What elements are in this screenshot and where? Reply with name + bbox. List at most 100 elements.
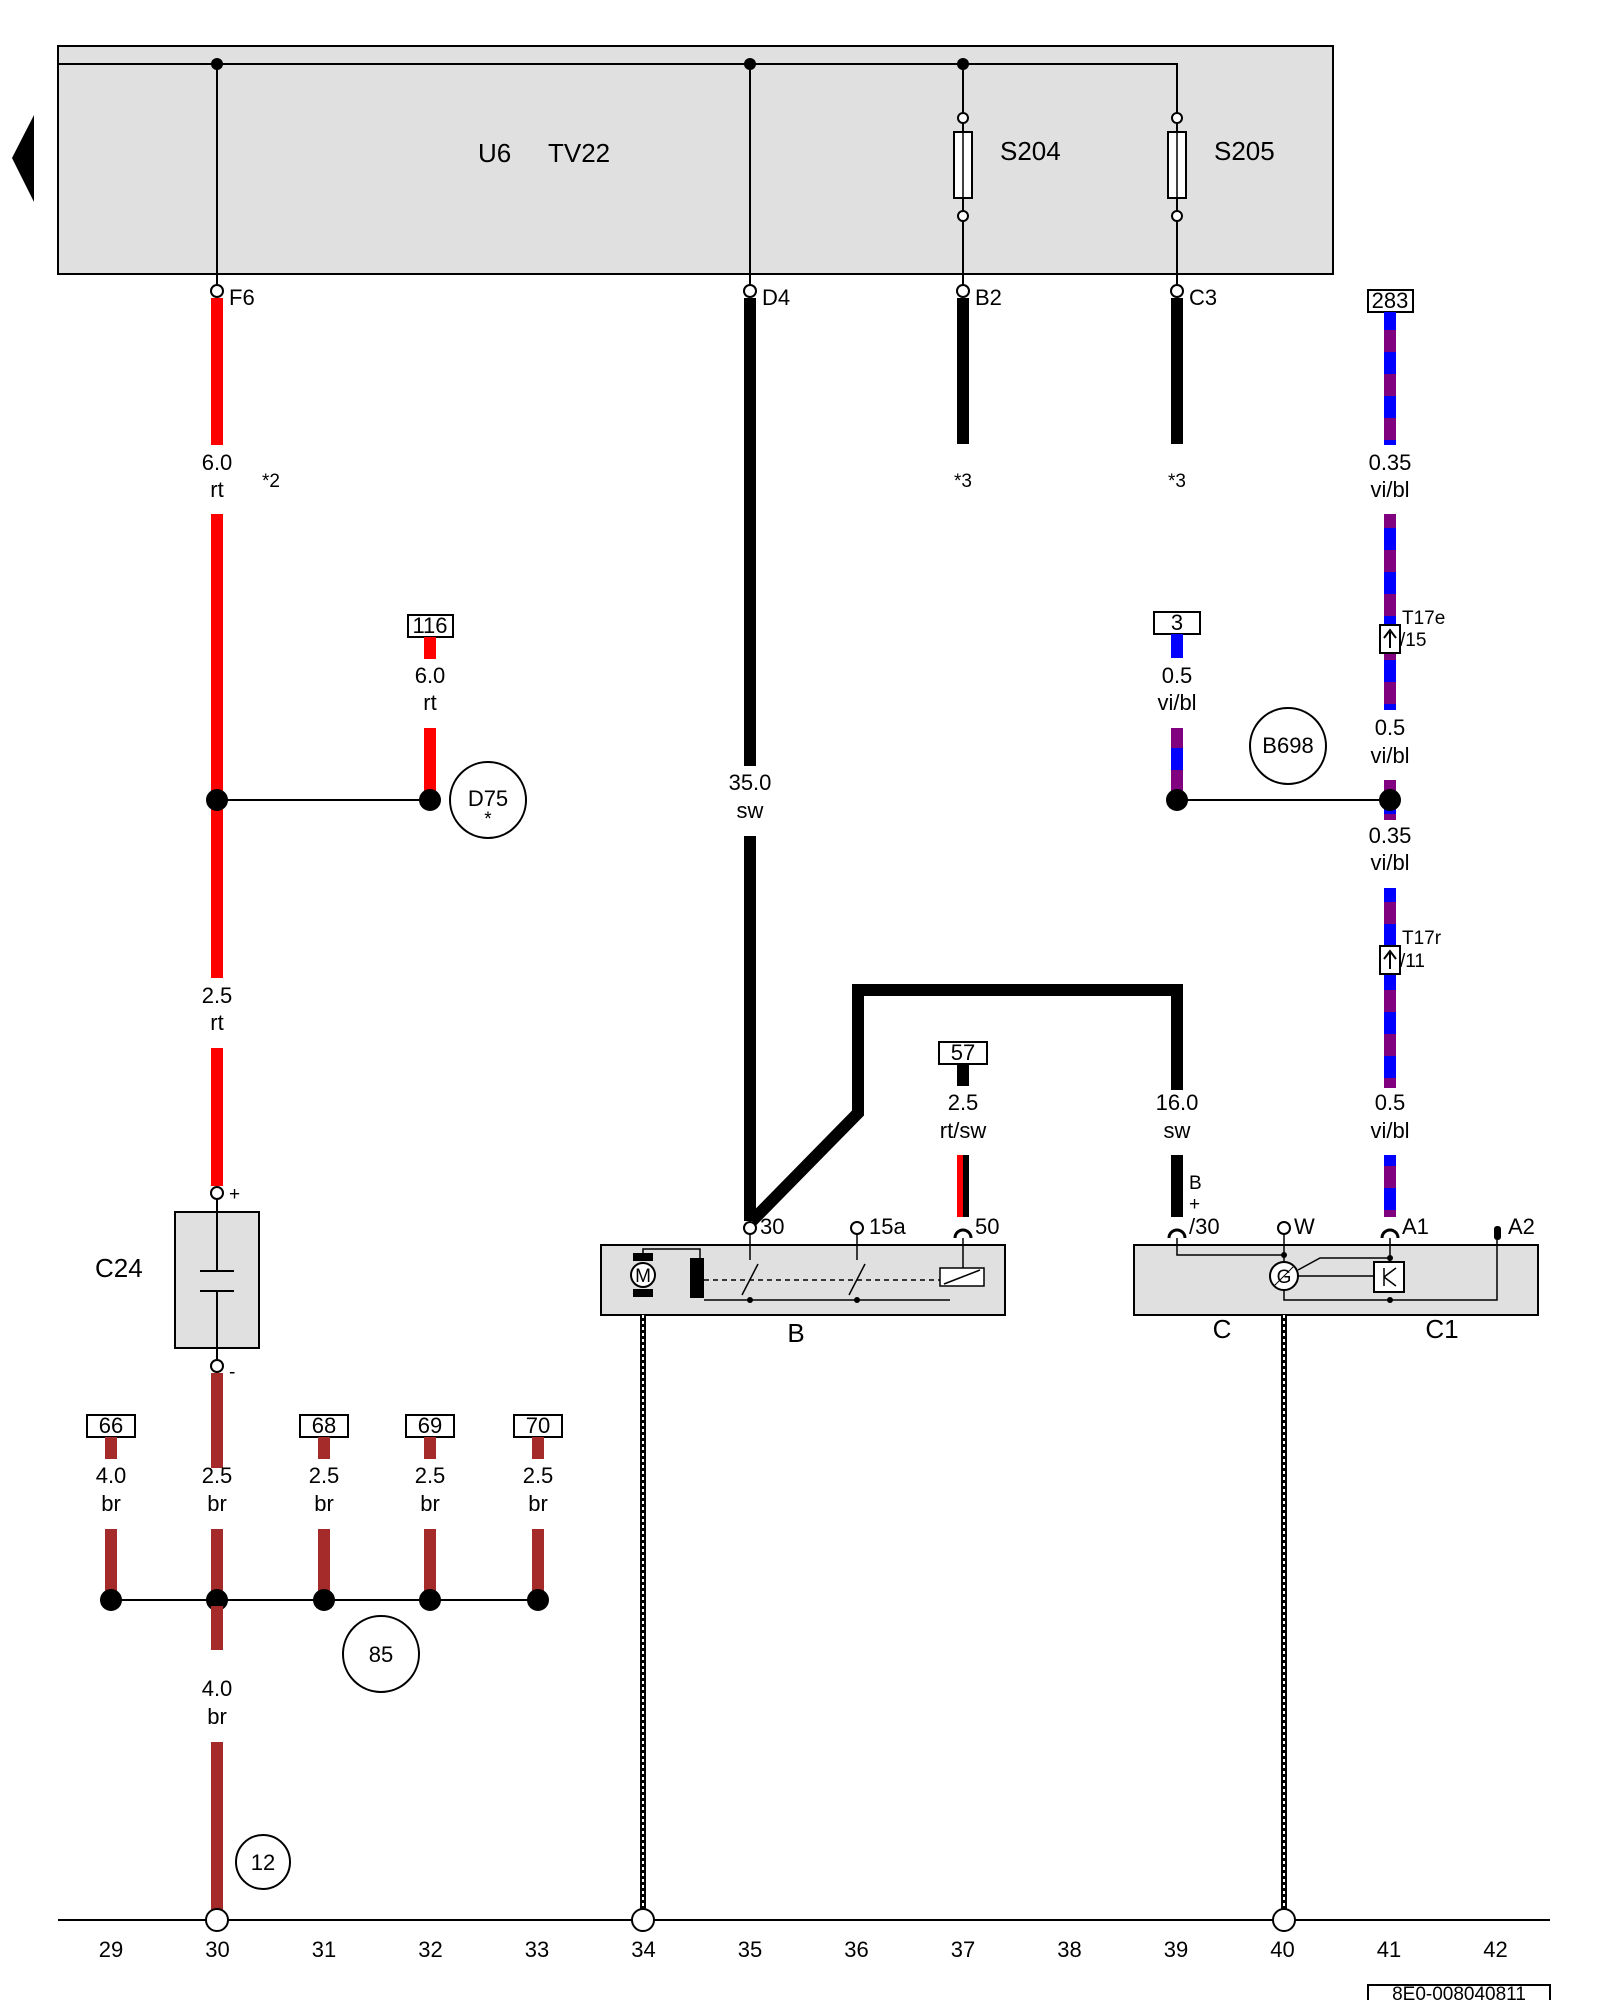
capacitor-c24-label: C24 xyxy=(95,1253,143,1283)
wire-starter50-size: 2.5 xyxy=(948,1090,979,1115)
wire-br-cap xyxy=(211,1529,223,1599)
wire-vibl-low xyxy=(1384,888,1396,1088)
module-tv22-label: TV22 xyxy=(548,138,610,168)
starter-solenoid-diag xyxy=(943,1269,981,1285)
ref-68-label: 68 xyxy=(312,1413,336,1438)
connector-t17e-arrow-icon xyxy=(1383,628,1397,648)
regulator-node-2 xyxy=(1387,1297,1393,1303)
wire-red-top-size: 6.0 xyxy=(202,450,233,475)
alternator-pin-b-terminal xyxy=(1167,1228,1187,1239)
wire-starter50-red xyxy=(957,1155,963,1217)
wire-br-ground-top xyxy=(211,1606,223,1650)
pin-b2-terminal xyxy=(956,284,970,298)
wire-starter50-top xyxy=(957,1064,969,1086)
wire-br-ground-size: 4.0 xyxy=(202,1676,233,1701)
track-number-29: 29 xyxy=(99,1937,123,1962)
ref-283-label: 283 xyxy=(1372,288,1409,313)
junction-br-69 xyxy=(419,1589,441,1611)
track-number-36: 36 xyxy=(844,1937,868,1962)
ref-66-label: 66 xyxy=(99,1413,123,1438)
alternator-b-wiring xyxy=(1176,1238,1284,1256)
wire-red-branch xyxy=(424,728,436,798)
note-2: *2 xyxy=(262,471,280,492)
wire-vibl-left-color: vi/bl xyxy=(1157,690,1196,715)
junction-d75 xyxy=(419,789,441,811)
starter-pin-30-label: 30 xyxy=(760,1214,784,1239)
wire-vibl-bottom-color: vi/bl xyxy=(1370,1118,1409,1143)
connector-t17r-pin: /11 xyxy=(1400,951,1425,972)
wire-red-branch-size: 6.0 xyxy=(415,663,446,688)
cap-minus-terminal xyxy=(210,1359,224,1373)
junction-red-branch xyxy=(206,789,228,811)
starter-motor-label: M xyxy=(635,1266,651,1287)
connector-t17r-label: T17r xyxy=(1402,928,1442,949)
junction-br-70 xyxy=(527,1589,549,1611)
wire-red-top xyxy=(211,298,223,445)
regulator-transistor-box xyxy=(1373,1261,1405,1293)
d75-note: * xyxy=(484,809,492,830)
wire-black-gen xyxy=(747,984,1183,1226)
cap-plus-label: + xyxy=(229,1184,240,1205)
starter-pin-50-terminal xyxy=(953,1228,973,1239)
regulator-pin-a2-label: A2 xyxy=(1508,1214,1535,1239)
pin-d4-label: D4 xyxy=(762,285,790,310)
track-number-42: 42 xyxy=(1483,1937,1507,1962)
regulator-pin-a1-label: A1 xyxy=(1402,1214,1429,1239)
splice-85-label: 85 xyxy=(369,1642,393,1667)
wire-vibl-top-size: 0.35 xyxy=(1369,450,1412,475)
fuse-s204-terminal-bottom xyxy=(957,210,969,222)
d75-label: D75 xyxy=(468,786,508,811)
ground-12-label: 12 xyxy=(251,1850,275,1875)
cap-plus-terminal xyxy=(210,1186,224,1200)
ref-57-label: 57 xyxy=(951,1040,975,1065)
wire-br-68-color: br xyxy=(314,1491,334,1516)
starter-motor-brush-top xyxy=(633,1253,653,1261)
alternator-pin-b-label: B xyxy=(1189,1173,1202,1194)
wire-vibl-low-size: 0.35 xyxy=(1369,823,1412,848)
ground-bus-terminal-40 xyxy=(1272,1908,1296,1932)
wire-red-branch-color: rt xyxy=(423,690,436,715)
wire-br-ground-color: br xyxy=(207,1704,227,1729)
alternator-c-box xyxy=(1133,1244,1539,1316)
track-number-30: 30 xyxy=(205,1937,229,1962)
cap-minus-label: - xyxy=(229,1362,235,1383)
note-3-b2: *3 xyxy=(954,471,972,492)
wire-black-starter-top xyxy=(744,298,756,766)
wire-br-66 xyxy=(105,1529,117,1599)
alternator-pin-bplus-label: + xyxy=(1189,1194,1200,1215)
b698-label: B698 xyxy=(1262,733,1313,758)
track-number-40: 40 xyxy=(1270,1937,1294,1962)
junction-br-68 xyxy=(313,1589,335,1611)
wire-br-69-size: 2.5 xyxy=(415,1463,446,1488)
pin-b2-label: B2 xyxy=(975,285,1002,310)
alternator-pin-w-label: W xyxy=(1294,1214,1315,1239)
wire-red-lower-size: 2.5 xyxy=(202,983,233,1008)
wire-starter50-color: rt/sw xyxy=(940,1118,987,1143)
ground-bus-terminal-34 xyxy=(631,1908,655,1932)
track-number-37: 37 xyxy=(951,1937,975,1962)
ref-3-label: 3 xyxy=(1171,610,1183,635)
wire-vibl-left xyxy=(1171,728,1183,798)
doc-id-label: 8E0-008040811 xyxy=(1392,1984,1526,2000)
junction-vibl-left xyxy=(1166,789,1188,811)
wire-black-starter-bottom xyxy=(744,836,756,1221)
wire-br-66-top xyxy=(105,1437,117,1459)
pin-d4-terminal xyxy=(743,284,757,298)
starter-pin-50-label: 50 xyxy=(975,1214,999,1239)
wire-br-66-size: 4.0 xyxy=(96,1463,127,1488)
wire-br-68 xyxy=(318,1529,330,1599)
alternator-c-label: C xyxy=(1213,1314,1232,1344)
ground-bus-terminal-30 xyxy=(205,1908,229,1932)
wire-vibl-low-color: vi/bl xyxy=(1370,850,1409,875)
connector-t17e-pin: /15 xyxy=(1400,630,1426,651)
fuse-s205-terminal-bottom xyxy=(1171,210,1183,222)
page-back-arrow-icon[interactable] xyxy=(12,115,34,202)
alternator-generator-arrow xyxy=(1273,1265,1295,1287)
regulator-pin-a2-terminal xyxy=(1494,1226,1501,1240)
regulator-transistor-icon xyxy=(1383,1267,1397,1287)
wire-br-70-size: 2.5 xyxy=(523,1463,554,1488)
fuse-s205-label: S205 xyxy=(1214,136,1275,166)
wire-br-69-top xyxy=(424,1437,436,1459)
